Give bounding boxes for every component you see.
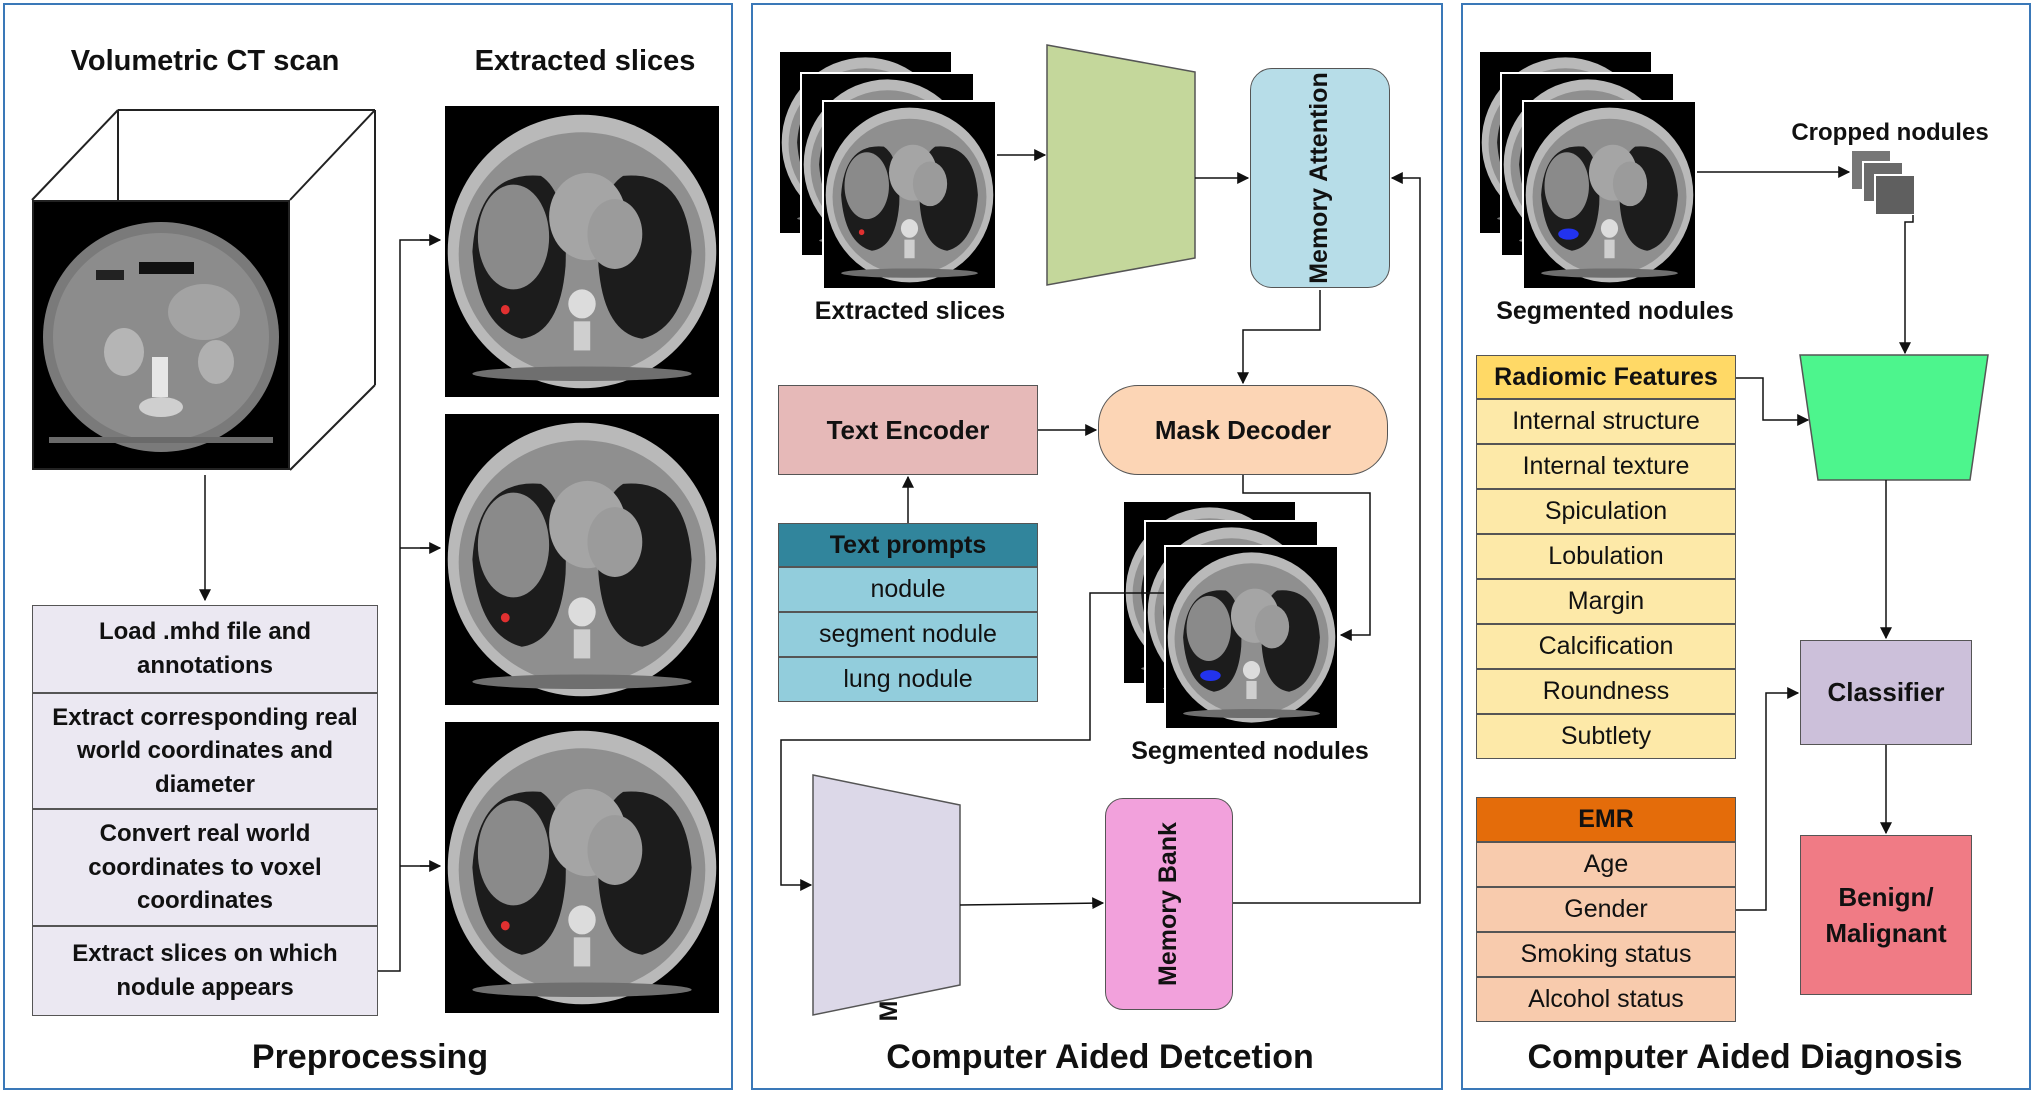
det-seg-stack-front	[1164, 545, 1339, 730]
radiomic-item: Internal structure	[1476, 399, 1736, 444]
text-prompt-item: segment nodule	[778, 612, 1038, 657]
volumetric-ct-label: Volumetric CT scan	[70, 44, 340, 77]
text-prompt-item: nodule	[778, 567, 1038, 612]
cropped-nodules-label: Cropped nodules	[1791, 119, 1989, 146]
emr-item: Alcohol status	[1476, 977, 1736, 1022]
det-extracted-slices-label: Extracted slices	[814, 297, 1006, 326]
radiomic-item: Subtlety	[1476, 714, 1736, 759]
diagnosis-title: Computer Aided Diagnosis	[1527, 1037, 1963, 1076]
radiomic-item: Calcification	[1476, 624, 1736, 669]
radiomic-item: Roundness	[1476, 669, 1736, 714]
emr-item: Smoking status	[1476, 932, 1736, 977]
extracted-slice-1	[443, 104, 721, 399]
radiomic-header: Radiomic Features	[1476, 355, 1736, 399]
preprocessing-title: Preprocessing	[251, 1037, 489, 1076]
mask-decoder-box: Mask Decoder	[1098, 385, 1388, 475]
step-load-mhd: Load .mhd file and annotations	[32, 605, 378, 693]
memory-encoder-label: Memory Encoder	[875, 818, 904, 1022]
emr-header: EMR	[1476, 797, 1736, 842]
text-encoder-box: Text Encoder	[778, 385, 1038, 475]
memory-bank-label: Memory Bank	[1154, 822, 1183, 986]
extracted-slice-2	[443, 412, 721, 707]
radiomic-item: Lobulation	[1476, 534, 1736, 579]
text-prompts-header: Text prompts	[778, 523, 1038, 567]
step-extract-slices: Extract slices on which nodule appears	[32, 926, 378, 1016]
diag-segmented-label: Segmented nodules	[1496, 297, 1734, 326]
radiomic-item: Internal texture	[1476, 444, 1736, 489]
ct-volume-image	[32, 200, 290, 470]
extracted-slices-heading: Extracted slices	[474, 44, 696, 77]
detection-title: Computer Aided Detcetion	[886, 1037, 1314, 1076]
det-slice-stack-front	[822, 100, 997, 290]
emr-item: Age	[1476, 842, 1736, 887]
memory-attention-label: Memory Attention	[1305, 72, 1334, 284]
classifier-box: Classifier	[1800, 640, 1972, 745]
diag-seg-stack-front	[1522, 100, 1697, 290]
det-segmented-label: Segmented nodules	[1131, 737, 1369, 766]
result-box: Benign/ Malignant	[1800, 835, 1972, 995]
image-encoder-label: Image Encoder	[1120, 78, 1149, 258]
step-convert-voxel: Convert real world coordinates to voxel …	[32, 809, 378, 926]
emr-item: Gender	[1476, 887, 1736, 932]
text-prompt-item: lung nodule	[778, 657, 1038, 702]
radiomic-item: Spiculation	[1476, 489, 1736, 534]
radiomic-item: Margin	[1476, 579, 1736, 624]
step-extract-coordinates: Extract corresponding real world coordin…	[32, 693, 378, 809]
extracted-slice-3	[443, 720, 721, 1015]
clip-label: CLIP	[1864, 404, 1924, 435]
